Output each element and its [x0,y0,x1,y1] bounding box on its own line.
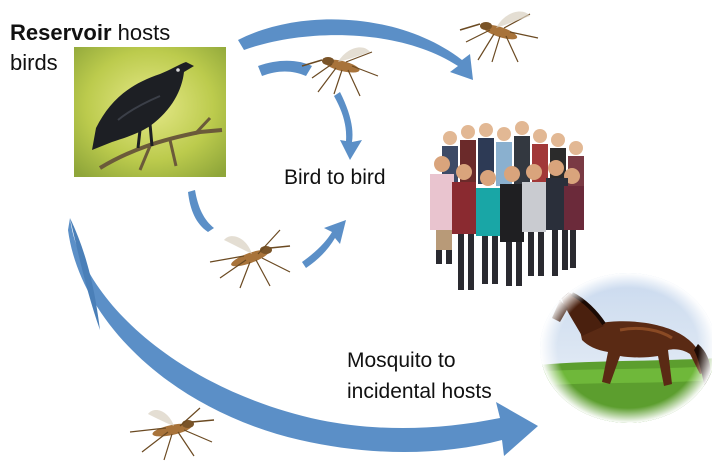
arrow-bird-to-bird-bottom [188,190,346,268]
incidental-line1: Mosquito to [347,349,456,372]
people-group [430,121,584,290]
mosquito-icon [460,12,538,62]
incidental-line2: incidental hosts [347,380,492,403]
reservoir-line2: birds [10,50,58,75]
incidental-hosts-label: Mosquito to incidental hosts [347,345,492,407]
horse-photo [530,270,712,430]
arrow-bird-to-bird-top [258,61,362,160]
mosquito-icon [130,408,214,460]
bird-to-bird-label: Bird to bird [284,166,386,190]
reservoir-rest: hosts [112,20,171,45]
mosquito-icon [302,47,378,96]
reservoir-hosts-label: Reservoir hosts birds [10,18,170,78]
arrow-to-incidental-hosts [68,218,538,456]
mosquito-icon [210,230,290,288]
reservoir-bold: Reservoir [10,20,112,45]
